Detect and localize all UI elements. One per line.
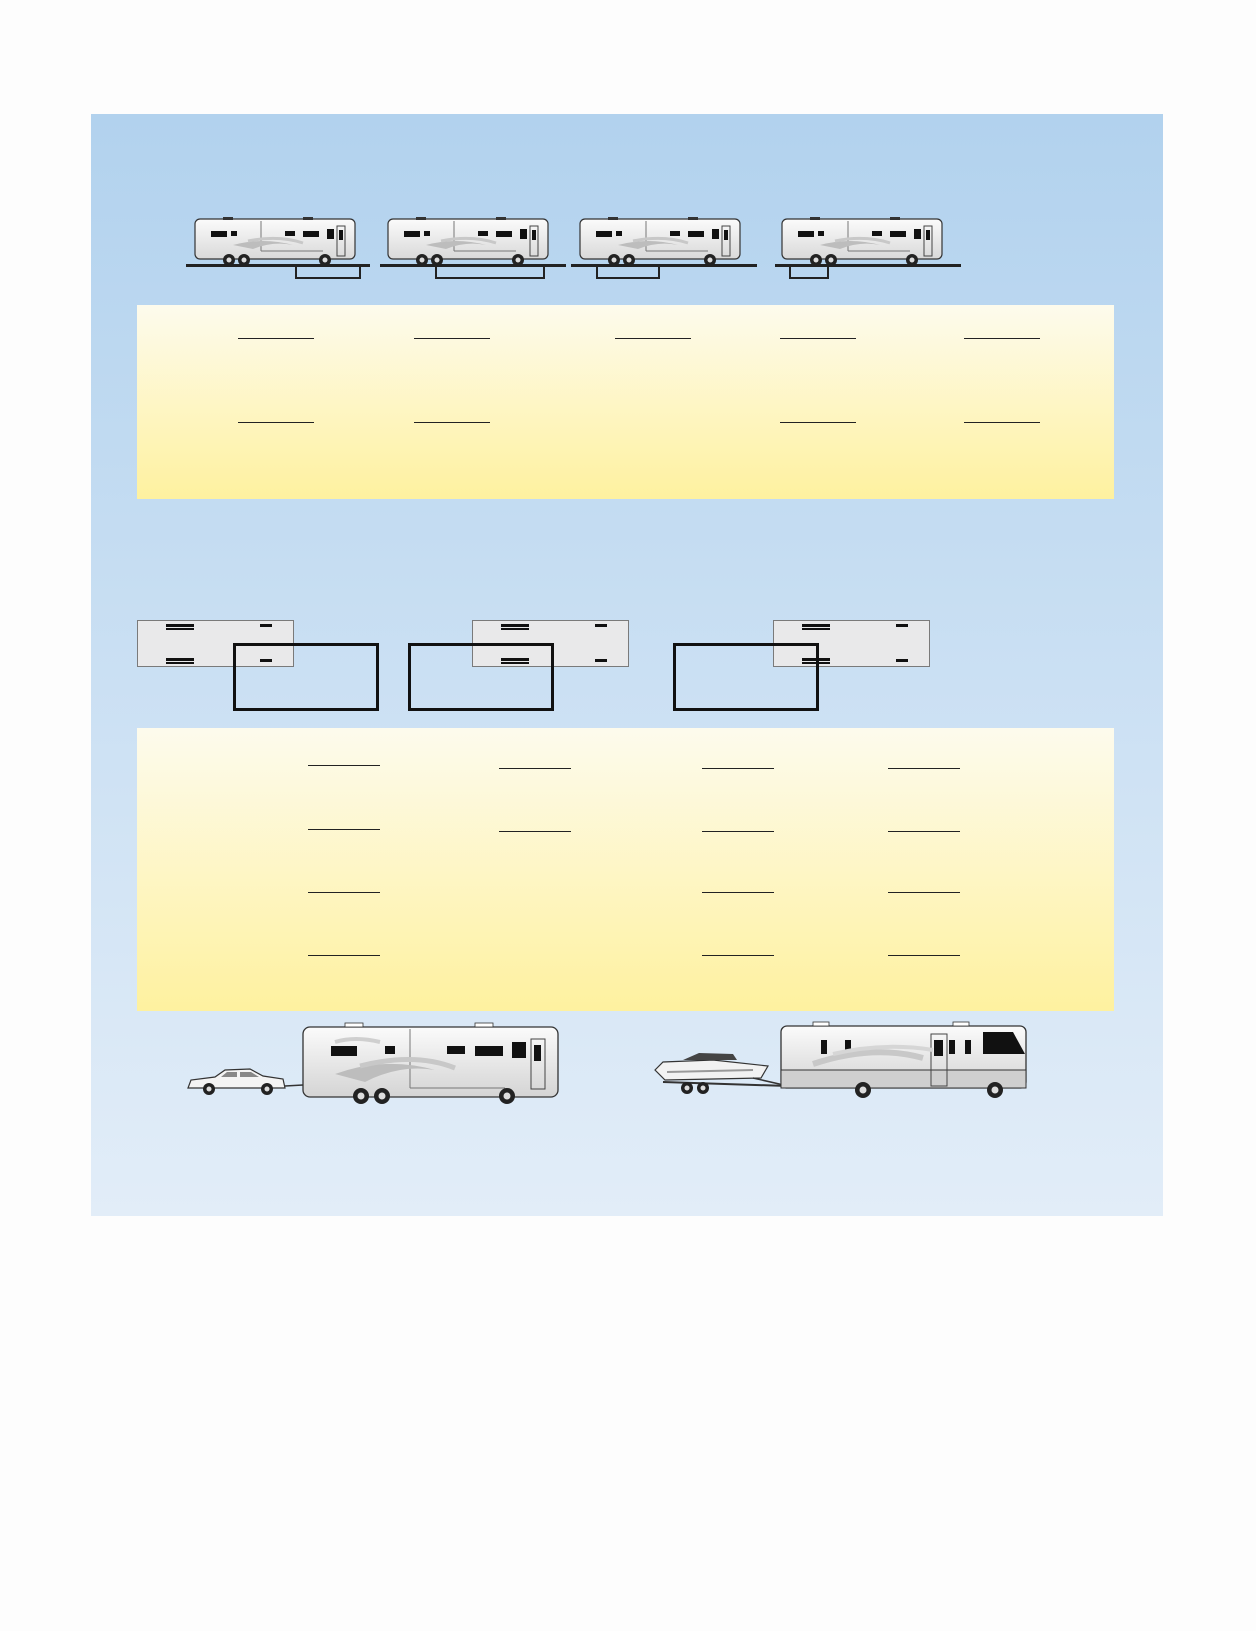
measurement-bracket-2: [435, 267, 545, 279]
answer-blank[interactable]: [308, 892, 380, 893]
motorhome-towing-car-icon: [185, 1022, 565, 1109]
motorhome-towing-boat-icon: [653, 1020, 1033, 1109]
answer-blank[interactable]: [780, 338, 856, 339]
answer-blank[interactable]: [499, 768, 571, 769]
answer-blank[interactable]: [888, 831, 960, 832]
measurement-bracket-3: [596, 267, 660, 279]
measurement-bracket-1: [295, 267, 361, 279]
answer-blank[interactable]: [238, 338, 314, 339]
answer-blank[interactable]: [308, 955, 380, 956]
answer-blank[interactable]: [888, 768, 960, 769]
answer-blank[interactable]: [702, 768, 774, 769]
ground-line-3: [571, 264, 757, 267]
bottom-answer-panel: [137, 728, 1114, 1011]
answer-blank[interactable]: [702, 892, 774, 893]
site-box-3: [673, 643, 819, 711]
answer-blank[interactable]: [780, 422, 856, 423]
answer-blank[interactable]: [238, 422, 314, 423]
top-answer-panel: [137, 305, 1114, 499]
answer-blank[interactable]: [414, 422, 490, 423]
answer-blank[interactable]: [702, 955, 774, 956]
ground-line-2: [380, 264, 566, 267]
measurement-bracket-4: [789, 267, 829, 279]
answer-blank[interactable]: [888, 892, 960, 893]
answer-blank[interactable]: [702, 831, 774, 832]
ground-line-4: [775, 264, 961, 267]
answer-blank[interactable]: [414, 338, 490, 339]
site-box-2: [408, 643, 554, 711]
answer-blank[interactable]: [615, 338, 691, 339]
ground-line-1: [186, 264, 370, 267]
site-box-1: [233, 643, 379, 711]
answer-blank[interactable]: [964, 422, 1040, 423]
answer-blank[interactable]: [964, 338, 1040, 339]
answer-blank[interactable]: [888, 955, 960, 956]
answer-blank[interactable]: [499, 831, 571, 832]
answer-blank[interactable]: [308, 765, 380, 766]
answer-blank[interactable]: [308, 829, 380, 830]
